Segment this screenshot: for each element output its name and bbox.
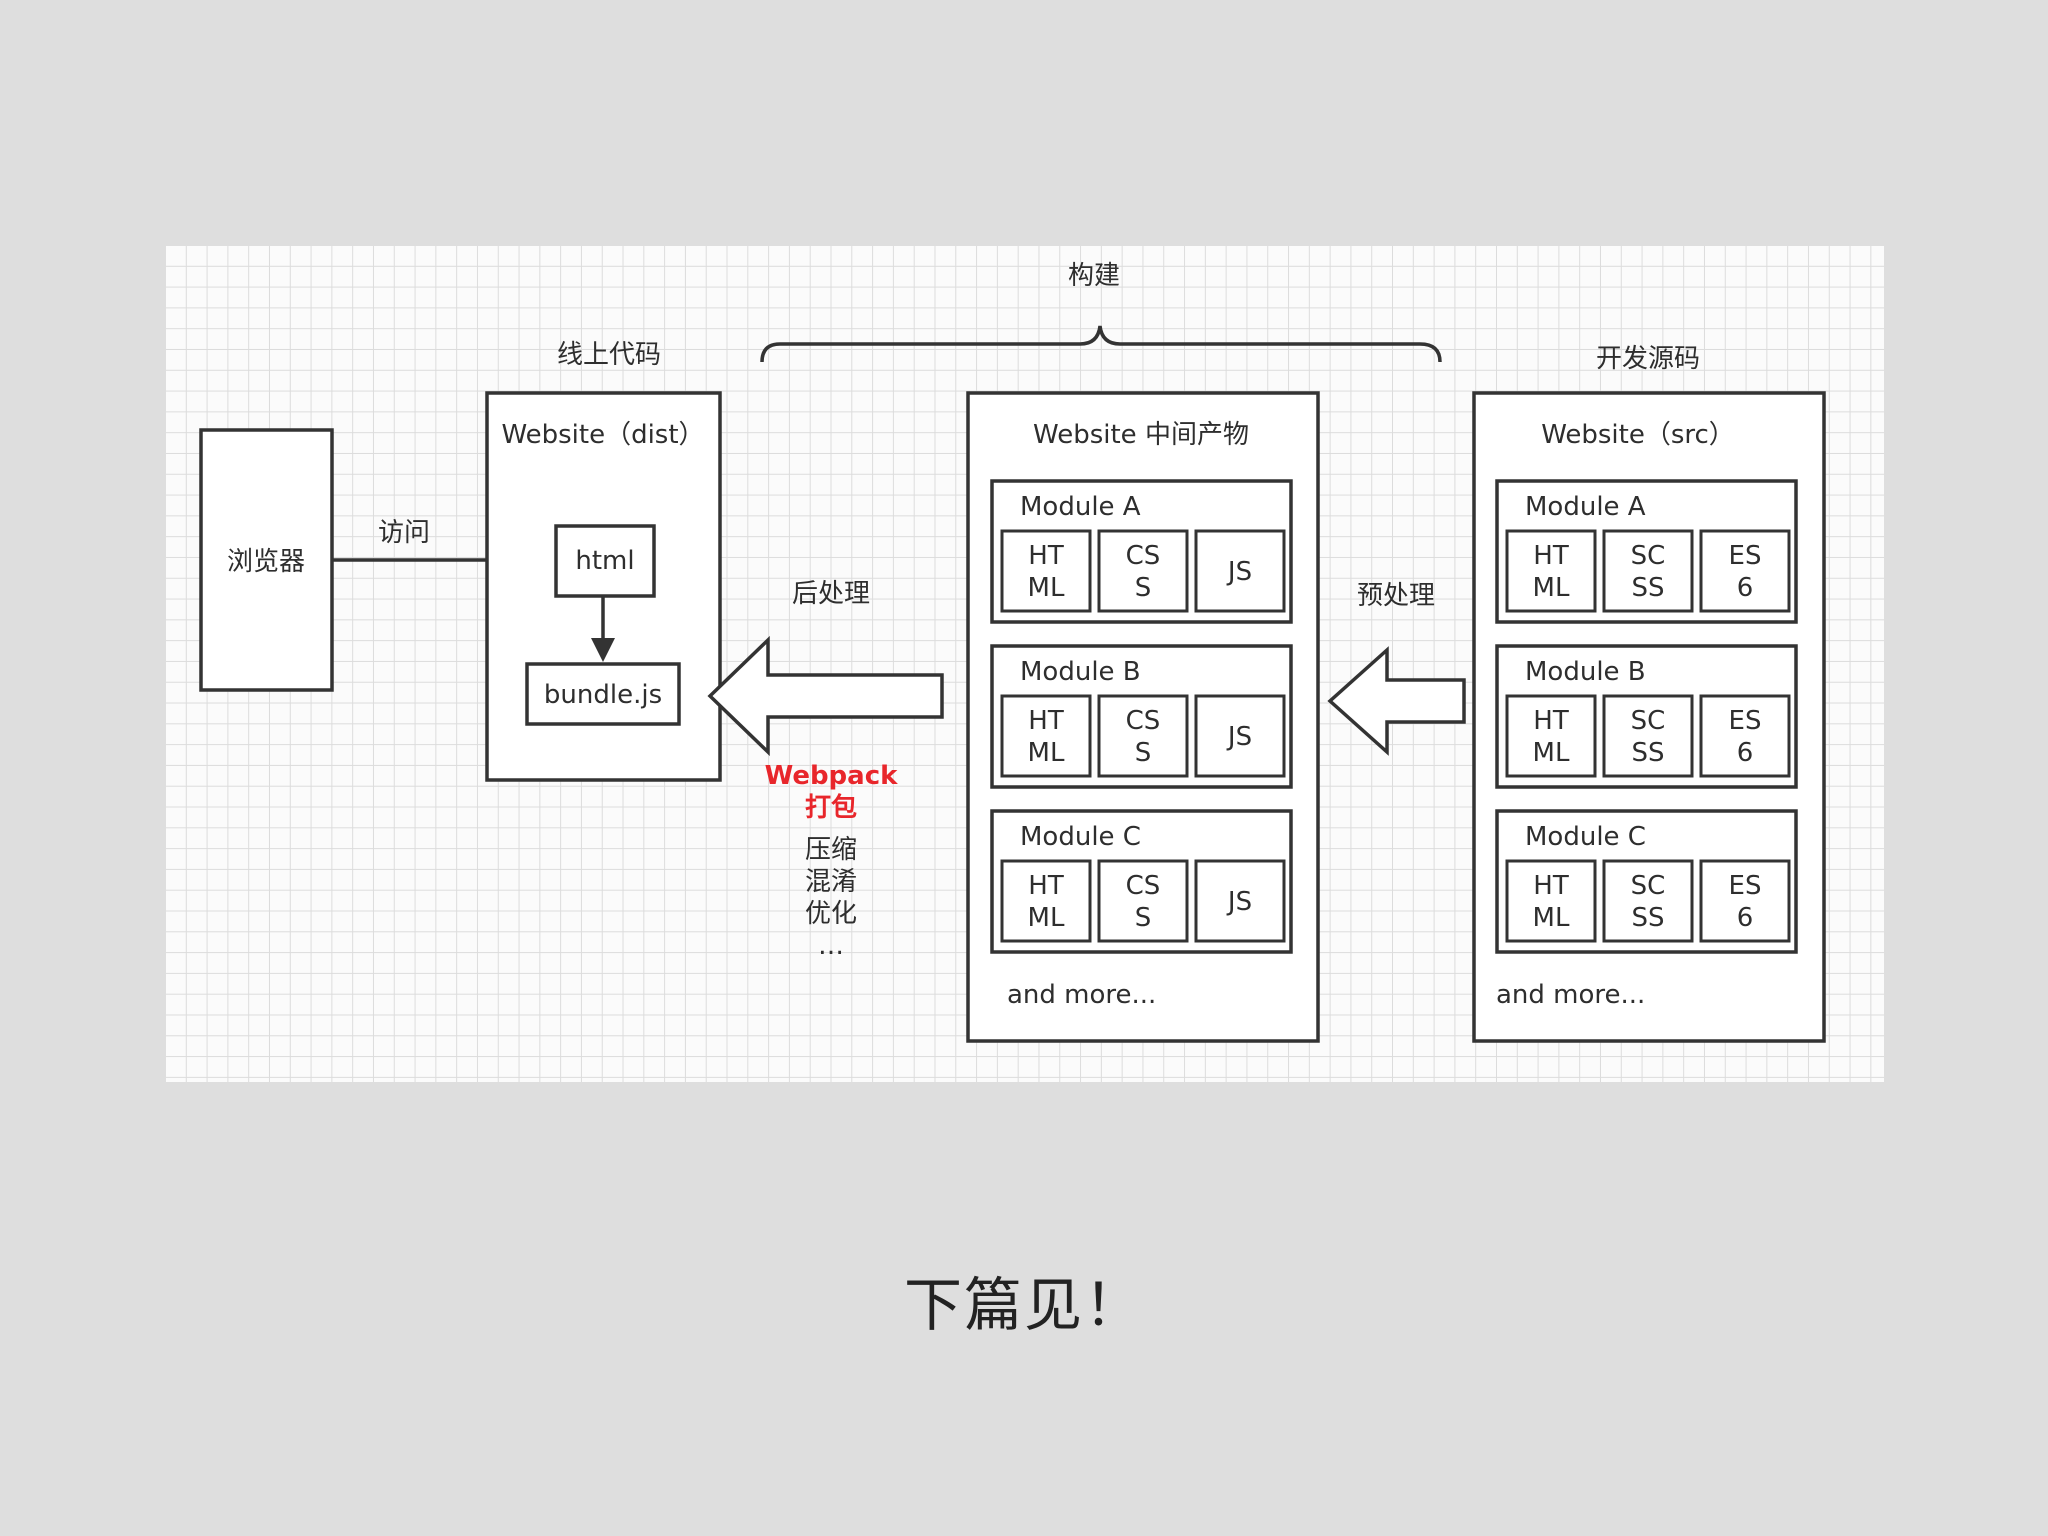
intermediate-module-cell bbox=[1194, 529, 1286, 613]
intermediate-module-cell bbox=[1000, 529, 1092, 613]
intermediate-cell-label: JS bbox=[1226, 722, 1252, 752]
caption: 下篇见！ bbox=[903, 1271, 1144, 1339]
source-cell-label: ES bbox=[1729, 871, 1762, 901]
source-title: Website（src） bbox=[1541, 420, 1735, 450]
intermediate-module-name: Module B bbox=[1020, 657, 1141, 687]
source-cell-label: 6 bbox=[1737, 903, 1754, 933]
online-code-heading: 线上代码 bbox=[557, 340, 661, 370]
source-module-cell bbox=[1602, 529, 1694, 613]
intermediate-module-cell bbox=[1194, 694, 1286, 778]
access-label: 访问 bbox=[378, 518, 430, 548]
intermediate-cell-label: CS bbox=[1126, 541, 1161, 571]
intermediate-module-name: Module C bbox=[1020, 822, 1141, 852]
source-cell-label: HT bbox=[1533, 871, 1569, 901]
intermediate-website-box: Website 中间产物 and more... Module AHTMLCSS… bbox=[966, 391, 1320, 1043]
source-module-cell bbox=[1699, 529, 1791, 613]
intermediate-cell-label: CS bbox=[1126, 706, 1161, 736]
intermediate-cell-label: S bbox=[1135, 903, 1152, 933]
source-cell-label: 6 bbox=[1737, 738, 1754, 768]
source-cell-label: ES bbox=[1729, 541, 1762, 571]
pack-label: 打包 bbox=[805, 792, 857, 823]
intermediate-module-cell bbox=[1097, 859, 1189, 943]
bundle-node bbox=[525, 662, 681, 726]
pre-process-label: 预处理 bbox=[1357, 581, 1435, 611]
intermediate-module-cell bbox=[1000, 859, 1092, 943]
source-cell-label: SC bbox=[1631, 706, 1666, 736]
source-cell-label: HT bbox=[1533, 541, 1569, 571]
source-module-name: Module A bbox=[1525, 492, 1646, 522]
source-cell-label: SC bbox=[1631, 871, 1666, 901]
intermediate-cell-label: JS bbox=[1226, 557, 1252, 587]
intermediate-more: and more... bbox=[1007, 980, 1156, 1010]
source-module-cell bbox=[1505, 859, 1597, 943]
source-cell-label: ML bbox=[1533, 573, 1570, 603]
bundle-node-label: bundle.js bbox=[544, 680, 662, 710]
intermediate-module-cell bbox=[1097, 694, 1189, 778]
intermediate-cell-label: HT bbox=[1028, 871, 1064, 901]
source-cell-label: 6 bbox=[1737, 573, 1754, 603]
source-module-name: Module B bbox=[1525, 657, 1646, 687]
build-label: 构建 bbox=[1068, 261, 1120, 291]
webpack-label: Webpack bbox=[765, 761, 899, 791]
post-process-label: 后处理 bbox=[792, 579, 870, 609]
html-node bbox=[554, 524, 656, 598]
source-cell-label: SS bbox=[1631, 903, 1664, 933]
intermediate-cell-label: HT bbox=[1028, 541, 1064, 571]
post-process-step: 优化 bbox=[805, 899, 857, 929]
source-module-cell bbox=[1505, 694, 1597, 778]
source-module-cell bbox=[1602, 694, 1694, 778]
intermediate-module-name: Module A bbox=[1020, 492, 1141, 522]
source-module-name: Module C bbox=[1525, 822, 1646, 852]
intermediate-title: Website 中间产物 bbox=[1033, 420, 1249, 450]
post-process-step: 压缩 bbox=[805, 835, 857, 865]
intermediate-module-cell bbox=[1194, 859, 1286, 943]
source-module-cell bbox=[1602, 859, 1694, 943]
intermediate-cell-label: S bbox=[1135, 738, 1152, 768]
source-cell-label: HT bbox=[1533, 706, 1569, 736]
source-heading: 开发源码 bbox=[1596, 344, 1700, 374]
intermediate-module-cell bbox=[1097, 529, 1189, 613]
post-process-step: … bbox=[818, 931, 844, 961]
post-process-arrow: 后处理 Webpack 打包 压缩混淆优化… bbox=[707, 579, 944, 961]
html-node-label: html bbox=[575, 546, 634, 576]
html-to-bundle-arrowhead bbox=[591, 638, 615, 662]
post-process-step: 混淆 bbox=[805, 867, 857, 897]
source-module-cell bbox=[1699, 694, 1791, 778]
source-more: and more... bbox=[1496, 980, 1645, 1010]
intermediate-cell-label: CS bbox=[1126, 871, 1161, 901]
dist-website-box: Website（dist） html bundle.js bbox=[485, 391, 722, 782]
intermediate-cell-label: ML bbox=[1028, 738, 1065, 768]
intermediate-module-cell bbox=[1000, 694, 1092, 778]
dist-website-title: Website（dist） bbox=[501, 420, 704, 450]
source-website-box: Website（src） and more... Module AHTMLSCS… bbox=[1472, 391, 1826, 1043]
intermediate-cell-label: S bbox=[1135, 573, 1152, 603]
intermediate-cell-label: HT bbox=[1028, 706, 1064, 736]
intermediate-cell-label: JS bbox=[1226, 887, 1252, 917]
source-cell-label: ES bbox=[1729, 706, 1762, 736]
source-module-cell bbox=[1505, 529, 1597, 613]
intermediate-cell-label: ML bbox=[1028, 573, 1065, 603]
source-module-cell bbox=[1699, 859, 1791, 943]
browser-node: 浏览器 bbox=[199, 428, 334, 692]
build-brace: 构建 bbox=[760, 261, 1442, 363]
source-cell-label: ML bbox=[1533, 903, 1570, 933]
browser-label: 浏览器 bbox=[227, 547, 305, 577]
post-process-steps: 压缩混淆优化… bbox=[805, 835, 857, 961]
source-cell-label: SC bbox=[1631, 541, 1666, 571]
source-cell-label: ML bbox=[1533, 738, 1570, 768]
intermediate-cell-label: ML bbox=[1028, 903, 1065, 933]
source-cell-label: SS bbox=[1631, 573, 1664, 603]
source-cell-label: SS bbox=[1631, 738, 1664, 768]
pre-process-arrow: 预处理 bbox=[1327, 581, 1466, 756]
